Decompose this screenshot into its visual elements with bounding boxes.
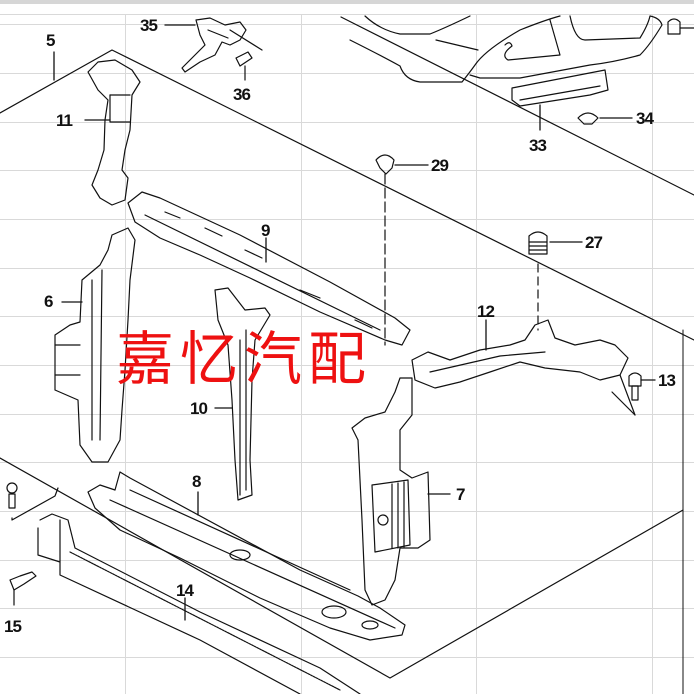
grid-row-line: [0, 414, 694, 415]
callout-7: 7: [456, 485, 466, 504]
grid-row-line: [0, 14, 694, 15]
grid-col-line: [652, 14, 653, 694]
watermark-text: 嘉忆汽配: [116, 325, 373, 393]
part-12-right-crossmember: [411, 319, 636, 416]
grid-row-line: [0, 462, 694, 463]
callout-35: 35: [140, 16, 158, 35]
part-11-bracket: [87, 59, 141, 206]
callout-13: 13: [658, 371, 676, 390]
grid-row-line: [0, 608, 694, 609]
grid-row-line: [0, 170, 694, 171]
part-10-center-brace: [214, 287, 271, 501]
fastener-29: [375, 154, 395, 346]
grid-row-line: [0, 316, 694, 317]
fastener-left-upper: [6, 482, 59, 521]
grid-row-line: [0, 511, 694, 512]
fastener-13: [628, 372, 642, 401]
callout-34: 34: [636, 109, 654, 128]
fastener-27: [528, 231, 548, 331]
grid-row-line: [0, 73, 694, 74]
callout-8: 8: [192, 472, 202, 491]
grid-row-line: [0, 122, 694, 123]
callout-6: 6: [44, 292, 54, 311]
callout-33: 33: [529, 136, 547, 155]
grid-row-line: [0, 24, 694, 25]
callout-9: 9: [261, 221, 271, 240]
fastener-34: [577, 112, 599, 125]
part-14-bumper-beam: [37, 513, 361, 694]
callout-11: 11: [56, 111, 73, 130]
fastener-15: [9, 571, 37, 606]
grid-row-line: [0, 365, 694, 366]
grid-col-line: [301, 14, 302, 694]
hood-latch: [181, 17, 263, 81]
grid-col-line: [476, 14, 477, 694]
part-7-right-pillar: [351, 377, 431, 606]
grid-row-line: [0, 268, 694, 269]
callout-12: 12: [477, 302, 495, 321]
assembly-outline: [0, 16, 694, 694]
callout-15: 15: [4, 617, 22, 636]
part-8-lower-crossmember: [87, 471, 406, 641]
callout-36: 36: [233, 85, 251, 104]
window-top-edge: [0, 0, 694, 4]
callout-10: 10: [190, 399, 208, 418]
fastener-top-right: [667, 18, 694, 35]
callout-27: 27: [585, 233, 603, 252]
callout-29: 29: [431, 156, 449, 175]
grid-row-line: [0, 560, 694, 561]
callout-14: 14: [176, 581, 194, 600]
leader-lines: [53, 24, 656, 621]
upper-shroud: [349, 15, 663, 107]
grid-row-line: [0, 219, 694, 220]
callout-5: 5: [46, 31, 56, 50]
part-6-left-pillar: [54, 227, 136, 463]
grid-row-line: [0, 657, 694, 658]
part-9-upper-crossmember: [127, 191, 411, 346]
